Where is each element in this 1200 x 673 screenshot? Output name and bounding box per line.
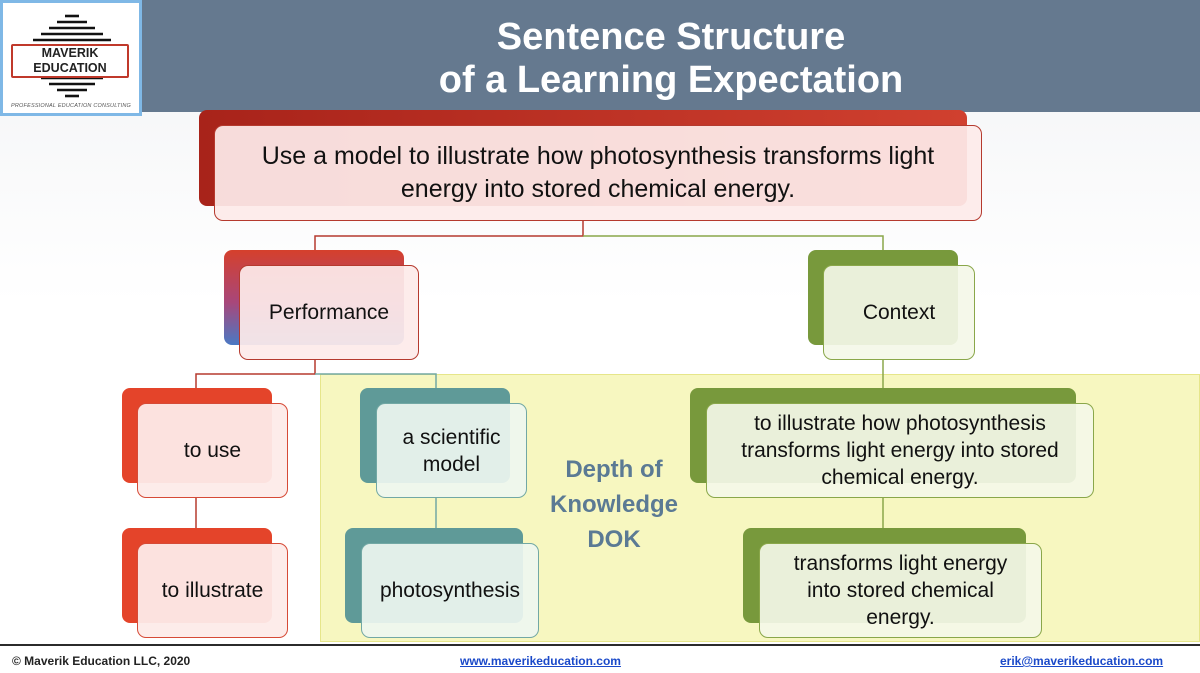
context-detail-text: to illustrate how photosynthesis transfo…: [741, 412, 1059, 489]
performance-text: Performance: [268, 301, 390, 324]
scientific-model-node: a scientific model: [376, 403, 527, 498]
to-illustrate-node: to illustrate: [137, 543, 288, 638]
context-detail-node: to illustrate how photosynthesis transfo…: [706, 403, 1094, 498]
to-use-node: to use: [137, 403, 288, 498]
to-illustrate-text: to illustrate: [161, 579, 264, 602]
connector-root-context: [583, 235, 884, 252]
connector-performance-model: [315, 373, 437, 390]
footer: © Maverik Education LLC, 2020 www.maveri…: [0, 644, 1200, 673]
title-line-1: Sentence Structure: [496, 16, 846, 58]
performance-node: Performance: [239, 265, 419, 360]
root-node: Use a model to illustrate how photosynth…: [214, 125, 982, 221]
slide-title: Sentence Structure of a Learning Expecta…: [142, 16, 1200, 102]
context-node: Context: [823, 265, 975, 360]
dok-label: Depth of Knowledge DOK: [549, 456, 678, 553]
context-text: Context: [862, 301, 936, 324]
to-use-text: to use: [183, 439, 242, 462]
scientific-model-text: a scientific model: [402, 425, 501, 476]
title-banner: [142, 0, 1200, 112]
transforms-node: transforms light energy into stored chem…: [759, 543, 1042, 638]
logo-wordmark: MAVERIK EDUCATION: [11, 44, 129, 78]
photosynthesis-text: photosynthesis: [379, 579, 521, 602]
website-link[interactable]: www.maverikeducation.com: [460, 654, 621, 668]
connector-root-performance: [314, 220, 584, 252]
connector-performance-use: [195, 360, 316, 390]
logo-tagline: PROFESSIONAL EDUCATION CONSULTING: [11, 103, 131, 109]
email-link[interactable]: erik@maverikeducation.com: [1000, 654, 1164, 668]
company-logo: MAVERIK EDUCATION PROFESSIONAL EDUCATION…: [0, 0, 142, 116]
copyright-text: © Maverik Education LLC, 2020: [12, 654, 191, 668]
photosynthesis-node: photosynthesis: [361, 543, 539, 638]
root-node-text: Use a model to illustrate how photosynth…: [261, 142, 935, 203]
title-line-2: of a Learning Expectation: [438, 59, 904, 101]
transforms-text: transforms light energy into stored chem…: [793, 552, 1008, 629]
